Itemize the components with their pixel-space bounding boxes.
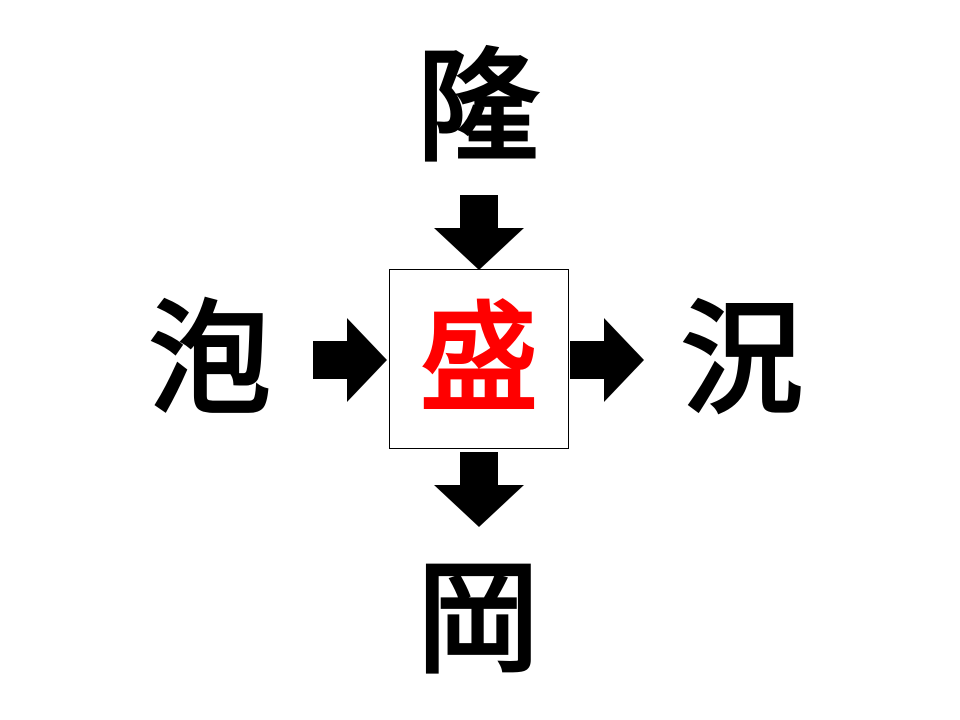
arrow-down-icon [434, 195, 524, 270]
arrow-right-icon [570, 318, 644, 402]
arrow-down-icon [434, 452, 524, 527]
kanji-right: 況 [681, 289, 803, 431]
kanji-answer: 盛 [419, 290, 538, 428]
arrow-right-icon [313, 318, 387, 402]
kanji-bottom: 岡 [417, 549, 539, 691]
answer-box: 盛 [389, 269, 569, 449]
kanji-left: 泡 [149, 289, 271, 431]
kanji-top: 隆 [417, 37, 539, 179]
